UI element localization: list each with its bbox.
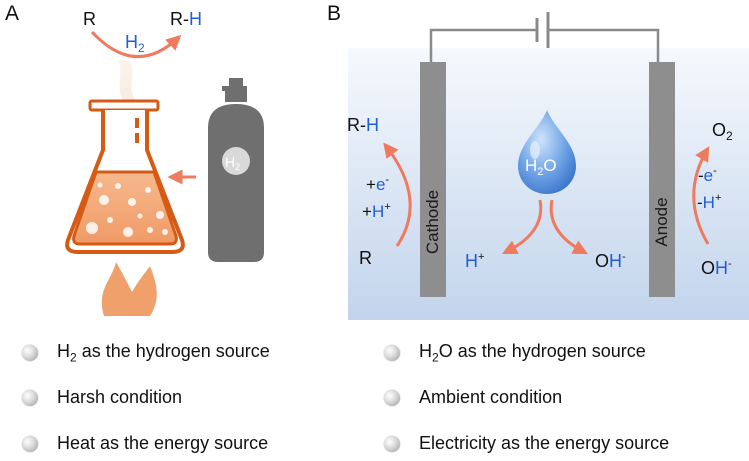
panel-b-bullet-2: Ambient condition — [384, 387, 562, 408]
panel-b-bullet-1: H2O as the hydrogen source — [384, 341, 646, 365]
bullet-icon — [384, 435, 400, 452]
erlenmeyer-flask-icon — [65, 99, 185, 254]
bullet-text: Ambient condition — [419, 387, 563, 407]
bullet-text: Heat as the energy source — [57, 433, 269, 453]
cathode-proton: +H+ — [362, 201, 391, 221]
reaction-reactant: R — [83, 9, 96, 29]
anode-reactant: OH- — [701, 258, 732, 278]
panel-a-bullet-3: Heat as the energy source — [22, 433, 268, 454]
anode-label: Anode — [652, 197, 671, 246]
cathode-product: R-H — [347, 115, 379, 135]
panel-a-label: A — [5, 2, 20, 25]
reagent-h2: H2 — [125, 32, 145, 55]
bullet-icon — [22, 435, 38, 452]
panel-a-illustration: R R-H H2 H2 — [65, 9, 264, 316]
split-hydroxide: OH- — [595, 251, 626, 271]
bullet-icon — [22, 344, 38, 361]
split-proton: H+ — [465, 251, 484, 271]
bullet-text: H2O as the hydrogen source — [419, 341, 646, 365]
bullet-icon — [384, 389, 400, 406]
bullet-text: Harsh condition — [57, 387, 183, 407]
cathode-reactant: R — [359, 248, 372, 268]
anode-proton: -H+ — [697, 192, 721, 212]
h2-gas-cylinder-icon — [208, 78, 264, 262]
bullet-text: H2 as the hydrogen source — [57, 341, 270, 365]
flame-icon — [101, 262, 157, 316]
water-split-hydroxide-arrow — [549, 199, 588, 255]
panel-b-electrolysis-cell: Cathode Anode R-H +e- +H+ R H2O H+ OH- O… — [347, 12, 749, 320]
cathode-electrode — [420, 62, 446, 297]
cathode-reaction-arrow — [383, 142, 412, 247]
anode-electrode — [649, 62, 675, 297]
reaction-product: R-H — [170, 9, 202, 29]
circuit-wire — [429, 28, 660, 62]
panel-b-label: B — [327, 2, 342, 25]
anode-product: O2 — [712, 120, 733, 143]
water-droplet-icon — [518, 110, 576, 194]
water-label: H2O — [525, 156, 557, 178]
panel-b-bullet-3: Electricity as the energy source — [384, 433, 669, 454]
anode-reaction-arrow — [692, 146, 710, 245]
cathode-electron: +e- — [366, 174, 389, 194]
reaction-arrow — [90, 30, 182, 59]
bullet-text: Electricity as the energy source — [419, 433, 670, 453]
water-split-proton-arrow — [501, 199, 543, 255]
bullet-icon — [384, 344, 400, 361]
cylinder-label: H2 — [225, 154, 240, 172]
cathode-label: Cathode — [423, 190, 442, 254]
panel-a-bullet-1: H2 as the hydrogen source — [22, 341, 270, 365]
anode-electron: -e- — [698, 165, 717, 185]
panel-a-bullet-2: Harsh condition — [22, 387, 182, 408]
bullet-icon — [22, 389, 38, 406]
